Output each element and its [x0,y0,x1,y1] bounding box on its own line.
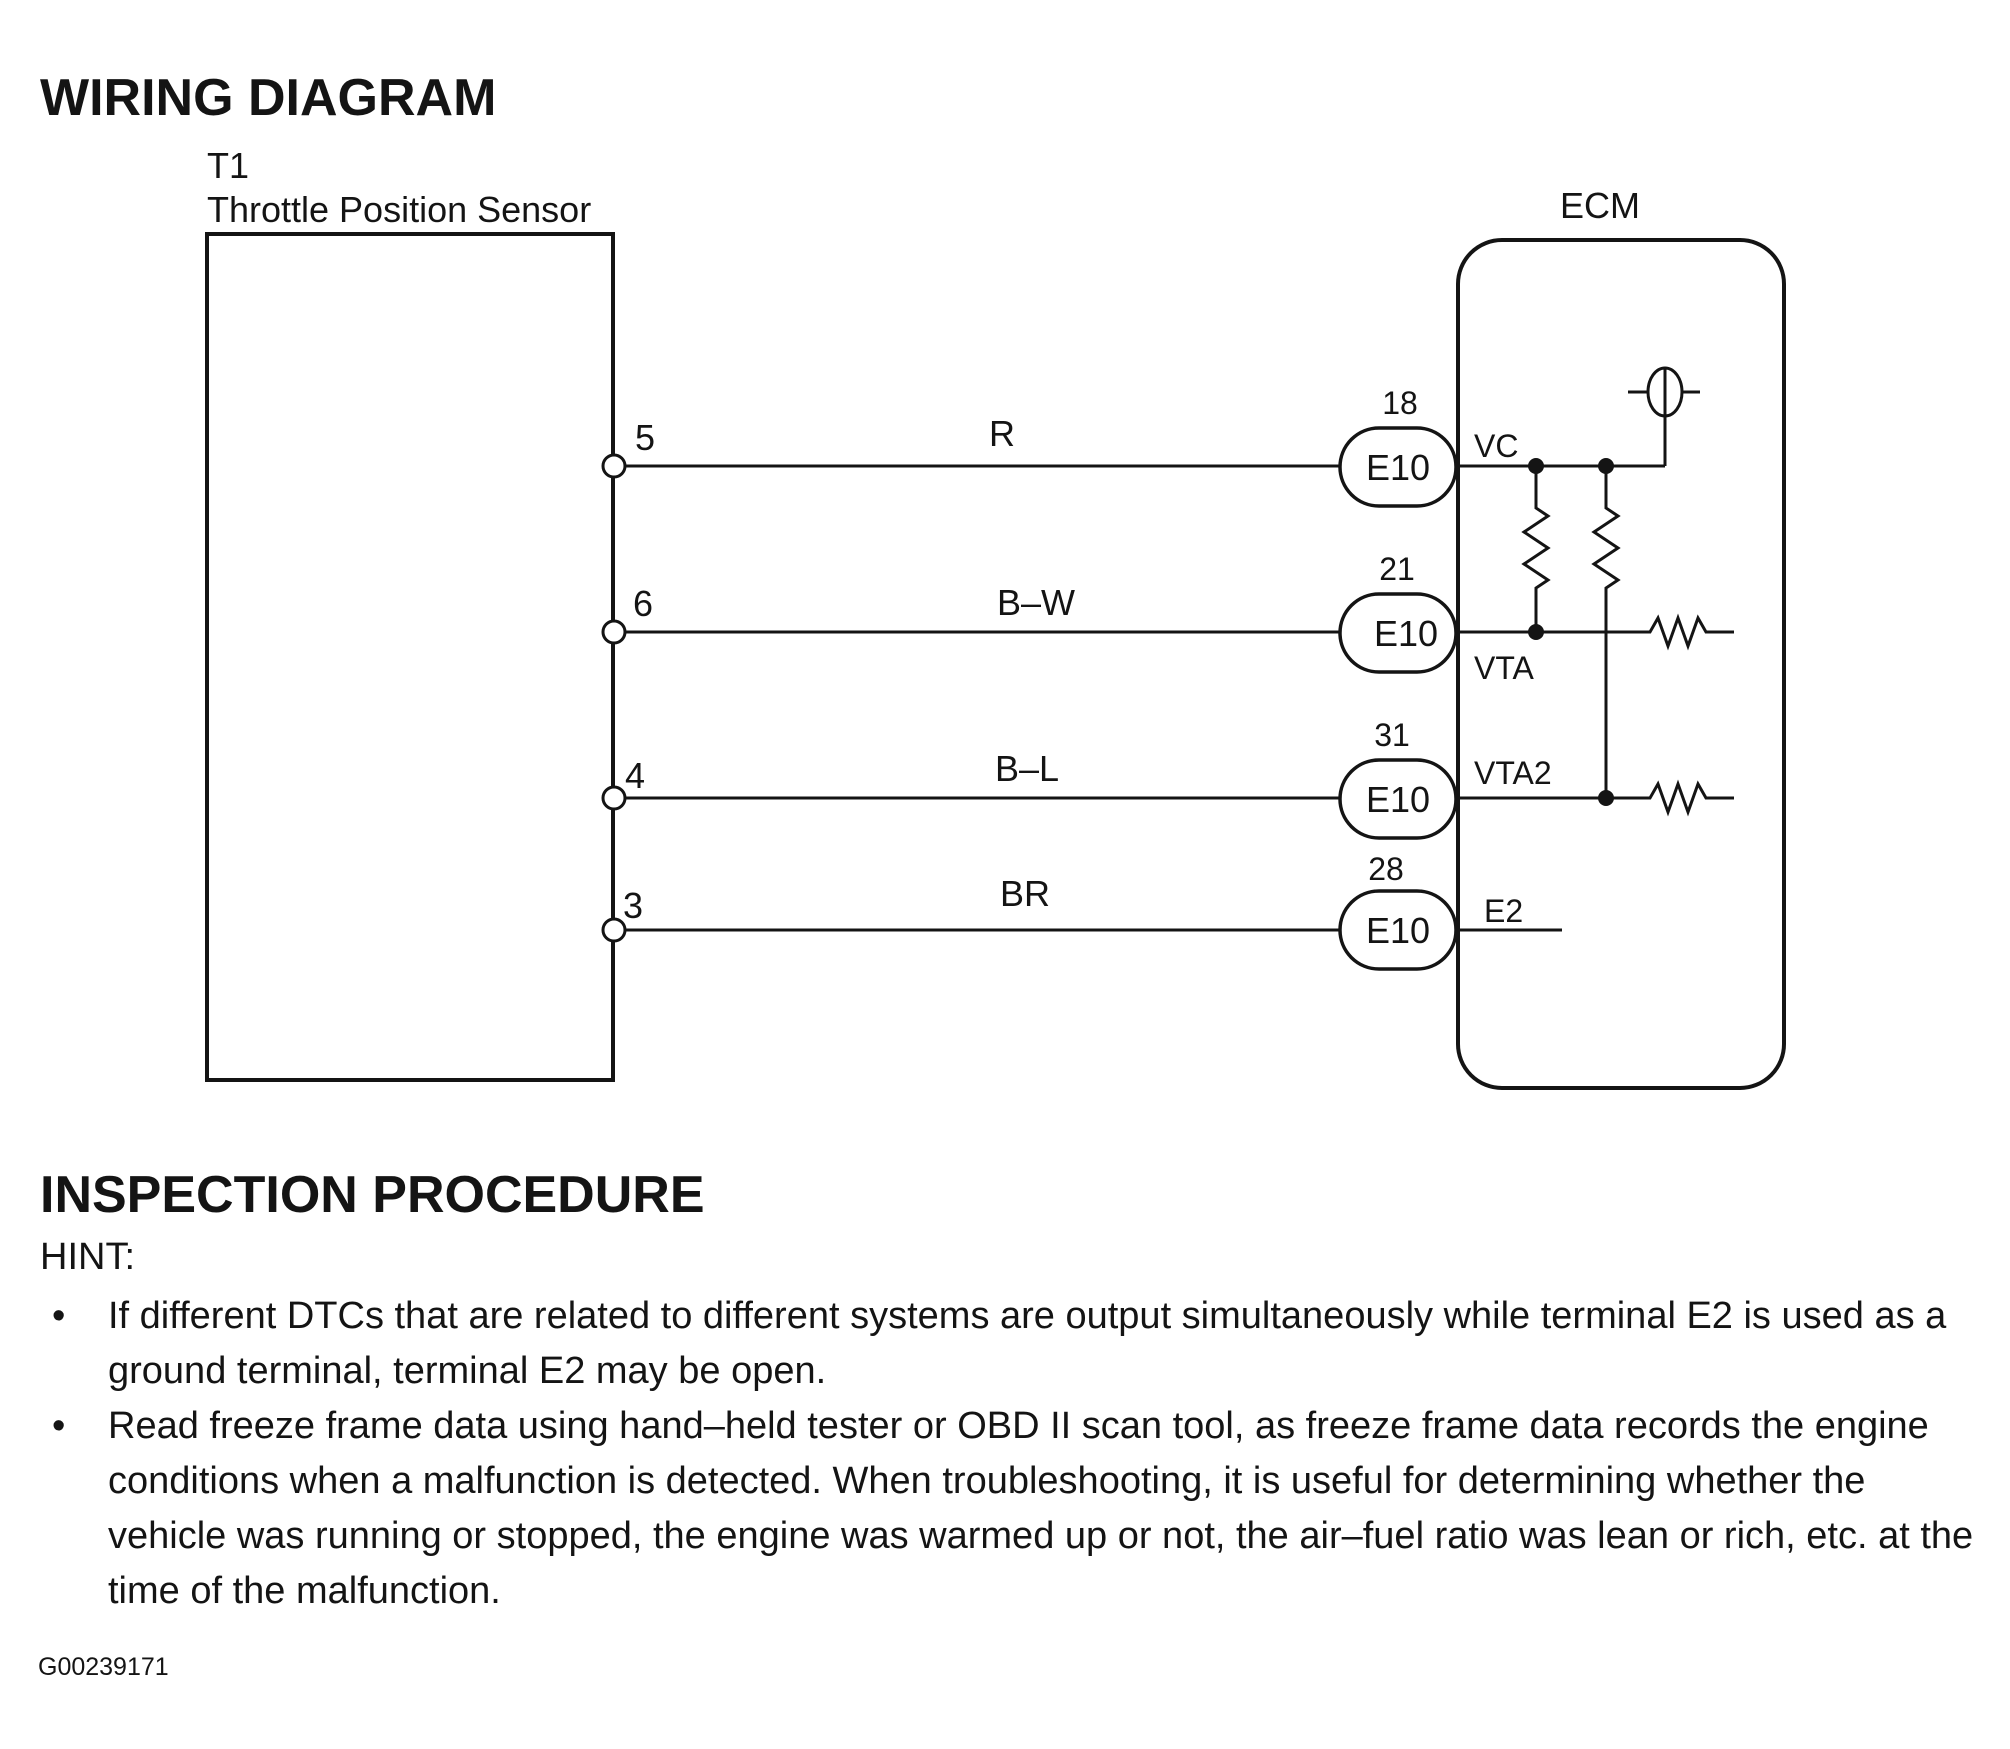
junction-dot [1598,458,1614,474]
hint-item-text: Read freeze frame data using hand–held t… [108,1405,1974,1612]
ecm-terminal-name: VTA [1474,650,1535,686]
ecm-connector-label: E10 [1366,910,1430,951]
sensor-pin-label: 3 [623,885,643,926]
ecm-connector-label: E10 [1374,613,1438,654]
wire-color-label: BR [1000,873,1050,914]
sensor-name: Throttle Position Sensor [207,189,591,230]
bullet-icon: • [52,1295,66,1337]
sensor-pin-label: 5 [635,417,655,458]
wire-color-label: R [989,413,1015,454]
wiring-diagram: WIRING DIAGRAM T1 Throttle Position Sens… [40,69,1786,1090]
sensor-terminal-5 [601,453,627,479]
ecm-internal-circuit [1456,366,1734,932]
inspection-procedure-heading: INSPECTION PROCEDURE [40,1166,705,1224]
hint-item: • Read freeze frame data using hand–held… [40,1399,1990,1619]
bullet-icon: • [52,1405,66,1447]
wire-color-label: B–L [995,748,1059,789]
ecm-connector-label: E10 [1366,779,1430,820]
ecm-terminal-name: VC [1474,428,1518,464]
ecm-pin-number: 18 [1382,385,1418,421]
vta-input-resistor [1640,613,1734,651]
wiring-diagram-heading: WIRING DIAGRAM [40,69,496,127]
ecm-terminal-name: VTA2 [1474,755,1552,791]
vta-pull-up-resistor [1521,466,1551,632]
ecm-pin-number: 21 [1379,551,1415,587]
wire-color-label: B–W [997,582,1075,623]
hint-item-text: If different DTCs that are related to di… [108,1295,1947,1392]
ecm-box [1456,238,1786,1090]
sensor-terminal-4 [601,785,627,811]
vta2-pull-up-resistor [1591,466,1621,798]
sensor-pin-label: 4 [625,755,645,796]
hint-item: • If different DTCs that are related to … [40,1289,1990,1399]
junction-dot [1528,458,1544,474]
sensor-code: T1 [207,145,249,186]
sensor-terminal-6 [601,619,627,645]
vta2-input-resistor [1640,779,1734,817]
ecm-pin-number: 31 [1374,717,1410,753]
inspection-procedure: INSPECTION PROCEDURE HINT: • If differen… [40,1165,1990,1619]
ecm-pin-number: 28 [1368,851,1404,887]
junction-dot [1528,624,1544,640]
sensor-pin-label: 6 [633,583,653,624]
throttle-position-sensor-box [205,232,615,1082]
ecm-connector-label: E10 [1366,447,1430,488]
sensor-terminal-3 [601,917,627,943]
ecm-terminal-name: E2 [1484,893,1523,929]
ecm-label: ECM [1560,185,1640,226]
hint-label: HINT: [40,1236,135,1278]
hint-list: • If different DTCs that are related to … [40,1289,1990,1619]
junction-dot [1598,790,1614,806]
figure-id: G00239171 [38,1653,169,1681]
